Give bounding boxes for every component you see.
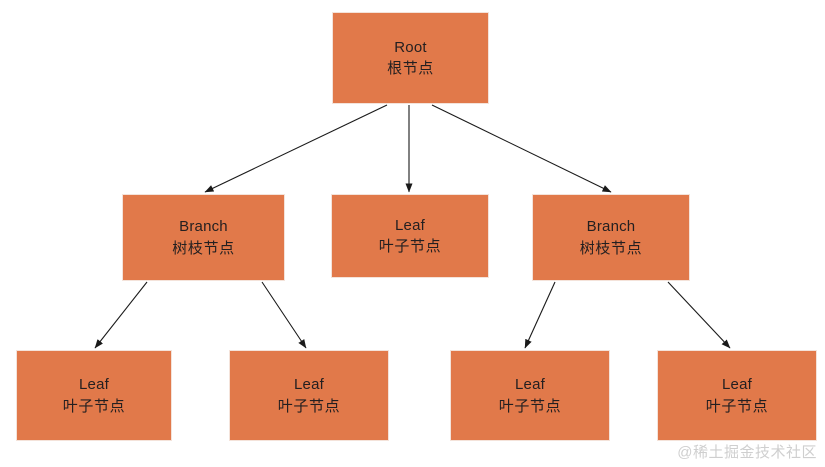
node-label-zh: 叶子节点 xyxy=(498,397,562,415)
node-label-en: Leaf xyxy=(395,216,425,234)
watermark: @稀土掘金技术社区 xyxy=(677,444,817,461)
node-label-en: Leaf xyxy=(294,376,324,394)
node-label-en: Leaf xyxy=(79,376,109,394)
node-label-en: Root xyxy=(394,38,427,56)
node-label-zh: 叶子节点 xyxy=(378,238,442,255)
node-label-en: Branch xyxy=(179,218,228,236)
node-root[interactable]: Root 根节点 xyxy=(332,12,489,104)
node-label-en: Leaf xyxy=(515,376,545,394)
node-label-zh: 叶子节点 xyxy=(705,397,769,415)
node-l2[interactable]: Leaf 叶子节点 xyxy=(229,350,389,441)
node-label-zh: 树枝节点 xyxy=(172,239,235,257)
node-label-zh: 根节点 xyxy=(387,60,434,77)
node-label-zh: 树枝节点 xyxy=(579,239,643,257)
node-label-en: Leaf xyxy=(722,376,752,394)
node-b2[interactable]: Branch 树枝节点 xyxy=(532,194,690,281)
node-label-zh: 叶子节点 xyxy=(62,397,126,415)
node-l4[interactable]: Leaf 叶子节点 xyxy=(657,350,817,441)
edge-b1-to-l1 xyxy=(94,281,148,349)
node-l-mid[interactable]: Leaf 叶子节点 xyxy=(331,194,489,278)
node-label-en: Branch xyxy=(586,218,636,236)
node-b1[interactable]: Branch 树枝节点 xyxy=(122,194,285,281)
edge-b2-to-l3 xyxy=(524,281,556,349)
node-label-zh: 叶子节点 xyxy=(277,397,341,415)
edge-root-to-b2 xyxy=(431,104,612,193)
node-l3[interactable]: Leaf 叶子节点 xyxy=(450,350,610,441)
edge-b2-to-l4 xyxy=(667,281,731,349)
edge-root-to-b1 xyxy=(204,104,388,193)
edge-b1-to-l2 xyxy=(261,281,307,349)
node-l1[interactable]: Leaf 叶子节点 xyxy=(16,350,172,441)
